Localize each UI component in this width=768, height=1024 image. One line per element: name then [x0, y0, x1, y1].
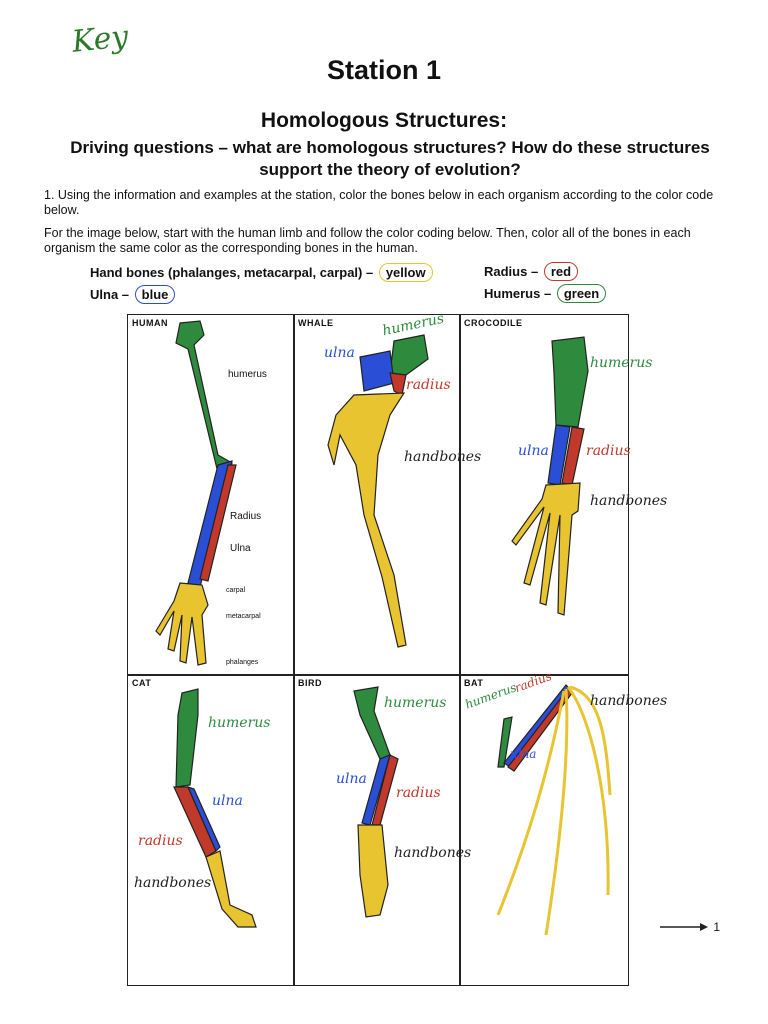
instruction-q1: 1. Using the information and examples at… [44, 188, 724, 218]
whale-flipper-drawing [294, 315, 460, 675]
label-cat-ulna: ulna [212, 793, 243, 809]
label-croc-radius: radius [586, 443, 631, 459]
legend-ulna: Ulna – blue [90, 285, 175, 304]
panel-bat: BAT humerus radius ulna handbones [459, 674, 629, 986]
label-cat-hand: handbones [134, 875, 211, 891]
label-croc-hand: handbones [590, 493, 667, 509]
page-number: 1 [713, 920, 720, 934]
legend-radius-color: red [544, 262, 578, 281]
label-human-ulna: Ulna [230, 543, 251, 554]
label-bird-humerus: humerus [384, 695, 447, 711]
panel-crocodile: CROCODILE humerus ulna radius handbones [459, 314, 629, 676]
label-whale-radius: radius [406, 377, 451, 393]
legend-humerus-color: green [557, 284, 606, 303]
label-bat-ulna: ulna [510, 747, 536, 761]
label-cat-humerus: humerus [208, 715, 271, 731]
instruction-q1b: For the image below, start with the huma… [44, 226, 724, 256]
label-croc-ulna: ulna [518, 443, 549, 459]
driving-question: Driving questions – what are homologous … [40, 137, 740, 181]
key-annotation: Key [70, 19, 130, 60]
label-human-carpal: carpal [226, 587, 245, 594]
legend-radius: Radius – red [484, 262, 578, 281]
legend-hand-bones: Hand bones (phalanges, metacarpal, carpa… [90, 263, 433, 282]
label-bird-ulna: ulna [336, 771, 367, 787]
panel-bird: BIRD humerus ulna radius handbones [293, 674, 461, 986]
label-human-humerus: humerus [228, 369, 267, 380]
page-subtitle: Homologous Structures: [0, 109, 768, 133]
legend-humerus-label: Humerus – [484, 286, 551, 301]
label-whale-ulna: ulna [324, 345, 355, 361]
legend-hand-label: Hand bones (phalanges, metacarpal, carpa… [90, 265, 373, 280]
homology-figure-grid: HUMAN humerus Radius Ulna carpal metacar… [127, 314, 629, 986]
label-cat-radius: radius [138, 833, 183, 849]
label-human-metacarpal: metacarpal [226, 613, 261, 620]
bird-wing-drawing [294, 675, 460, 985]
legend-hand-color: yellow [379, 263, 433, 282]
label-bat-hand: handbones [590, 693, 667, 709]
label-bird-radius: radius [396, 785, 441, 801]
label-human-radius: Radius [230, 511, 261, 522]
legend-radius-label: Radius – [484, 264, 538, 279]
human-limb-drawing [128, 315, 294, 675]
panel-human: HUMAN humerus Radius Ulna carpal metacar… [127, 314, 295, 676]
panel-whale: WHALE humerus ulna radius handbones [293, 314, 461, 676]
arrow-right-icon [660, 921, 708, 933]
legend-ulna-color: blue [135, 285, 176, 304]
bat-wing-drawing [460, 675, 628, 985]
panel-cat: CAT humerus ulna radius handbones [127, 674, 295, 986]
page-title: Station 1 [0, 55, 768, 86]
legend-humerus: Humerus – green [484, 284, 606, 303]
legend-ulna-label: Ulna – [90, 287, 129, 302]
label-croc-humerus: humerus [590, 355, 653, 371]
label-human-phalanges: phalanges [226, 659, 258, 666]
